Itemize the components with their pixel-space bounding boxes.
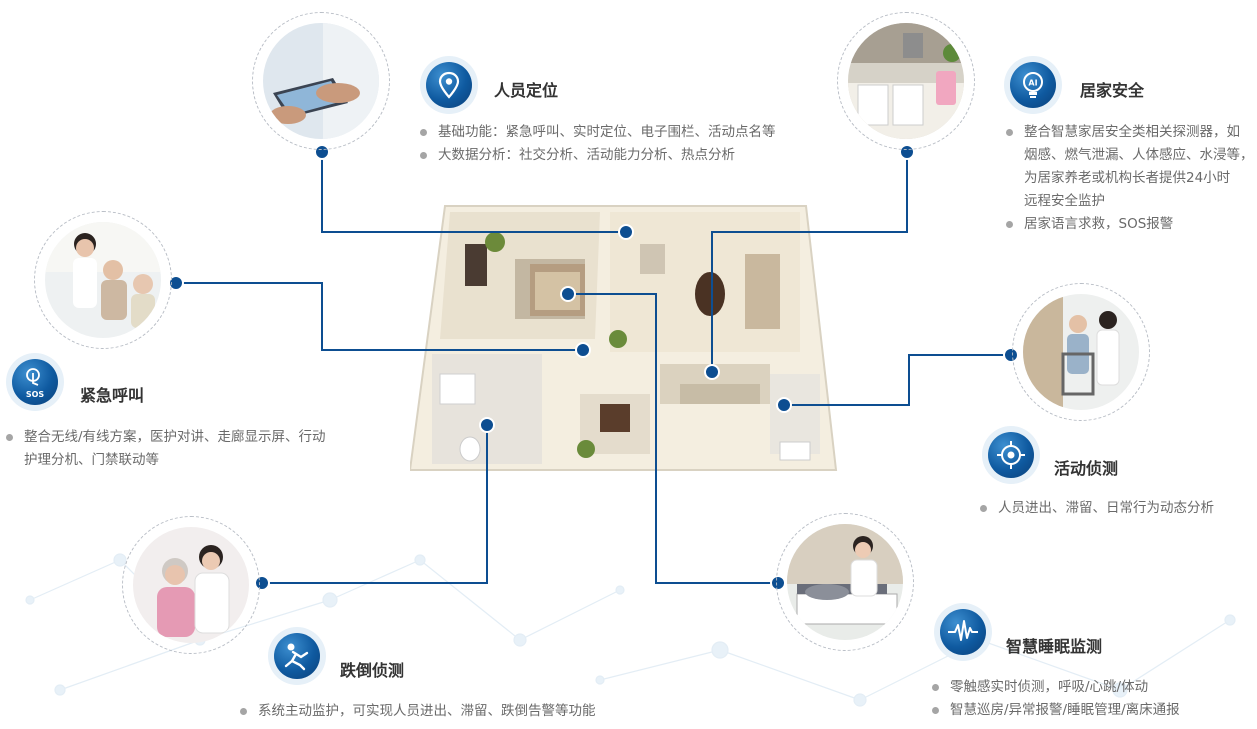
list-item: 基础功能：紧急呼叫、实时定位、电子围栏、活动点名等 <box>418 121 776 144</box>
list-item: 智慧巡房/异常报警/睡眠管理/离床通报 <box>930 699 1180 722</box>
fall-title: 跌倒侦测 <box>340 661 405 680</box>
connector-dot <box>704 364 720 380</box>
home-safety-title: 居家安全 <box>1080 81 1145 100</box>
emergency-title: 紧急呼叫 <box>80 386 145 405</box>
sos-button-icon: SOS <box>6 353 64 411</box>
positioning-bullets: 基础功能：紧急呼叫、实时定位、电子围栏、活动点名等 大数据分析：社交分析、活动能… <box>418 121 776 167</box>
sleep-title: 智慧睡眠监测 <box>1006 637 1103 656</box>
photo-smart-kitchen <box>837 12 975 150</box>
activity-title: 活动侦测 <box>1054 459 1119 478</box>
ai-bulb-icon: AI <box>1004 56 1062 114</box>
photo-nurse-elder <box>122 516 260 654</box>
photo-walker-assist <box>1012 283 1150 421</box>
list-item: 整合智慧家居安全类相关探测器，如 <box>1004 121 1257 144</box>
list-item-continuation: 为居家养老或机构长者提供24小时 <box>1024 170 1231 186</box>
list-item: 居家语言求救，SOS报警 <box>1004 213 1257 236</box>
list-item: 零触感实时侦测，呼吸/心跳/体动 <box>930 676 1180 699</box>
activity-bullets: 人员进出、滞留、日常行为动态分析 <box>978 497 1214 520</box>
list-item-continuation: 护理分机、门禁联动等 <box>24 452 159 468</box>
connector-dot <box>560 286 576 302</box>
connector-dot <box>776 397 792 413</box>
photo-caregiver-elders <box>34 211 172 349</box>
apartment-floor-plan <box>410 205 838 471</box>
connector-dot <box>618 224 634 240</box>
photo-tablet-hands <box>252 12 390 150</box>
fall-bullets: 系统主动监护，可实现人员进出、滞留、跌倒告警等功能 <box>238 700 596 723</box>
heartbeat-wave-icon <box>934 603 992 661</box>
positioning-title: 人员定位 <box>494 81 559 100</box>
list-item: 人员进出、滞留、日常行为动态分析 <box>978 497 1214 520</box>
location-pin-icon <box>420 56 478 114</box>
emergency-bullets: 整合无线/有线方案，医护对讲、走廊显示屏、行动 护理分机、门禁联动等 <box>4 426 326 472</box>
falling-person-icon <box>268 627 326 685</box>
list-item: 整合无线/有线方案，医护对讲、走廊显示屏、行动 <box>4 426 326 449</box>
sleep-bullets: 零触感实时侦测，呼吸/心跳/体动 智慧巡房/异常报警/睡眠管理/离床通报 <box>930 676 1180 722</box>
photo-sleep-bed <box>776 513 914 651</box>
list-item: 系统主动监护，可实现人员进出、滞留、跌倒告警等功能 <box>238 700 596 723</box>
list-item-continuation: 烟感、燃气泄漏、人体感应、水浸等， <box>1024 147 1254 163</box>
connector-dot <box>575 342 591 358</box>
target-icon <box>982 426 1040 484</box>
list-item: 大数据分析：社交分析、活动能力分析、热点分析 <box>418 144 776 167</box>
home-safety-bullets: 整合智慧家居安全类相关探测器，如 烟感、燃气泄漏、人体感应、水浸等， 为居家养老… <box>1004 121 1257 236</box>
svg-text:AI: AI <box>1028 79 1037 88</box>
list-item-continuation: 远程安全监护 <box>1024 193 1105 209</box>
connector-dot <box>479 417 495 433</box>
sos-label: SOS <box>26 390 45 399</box>
